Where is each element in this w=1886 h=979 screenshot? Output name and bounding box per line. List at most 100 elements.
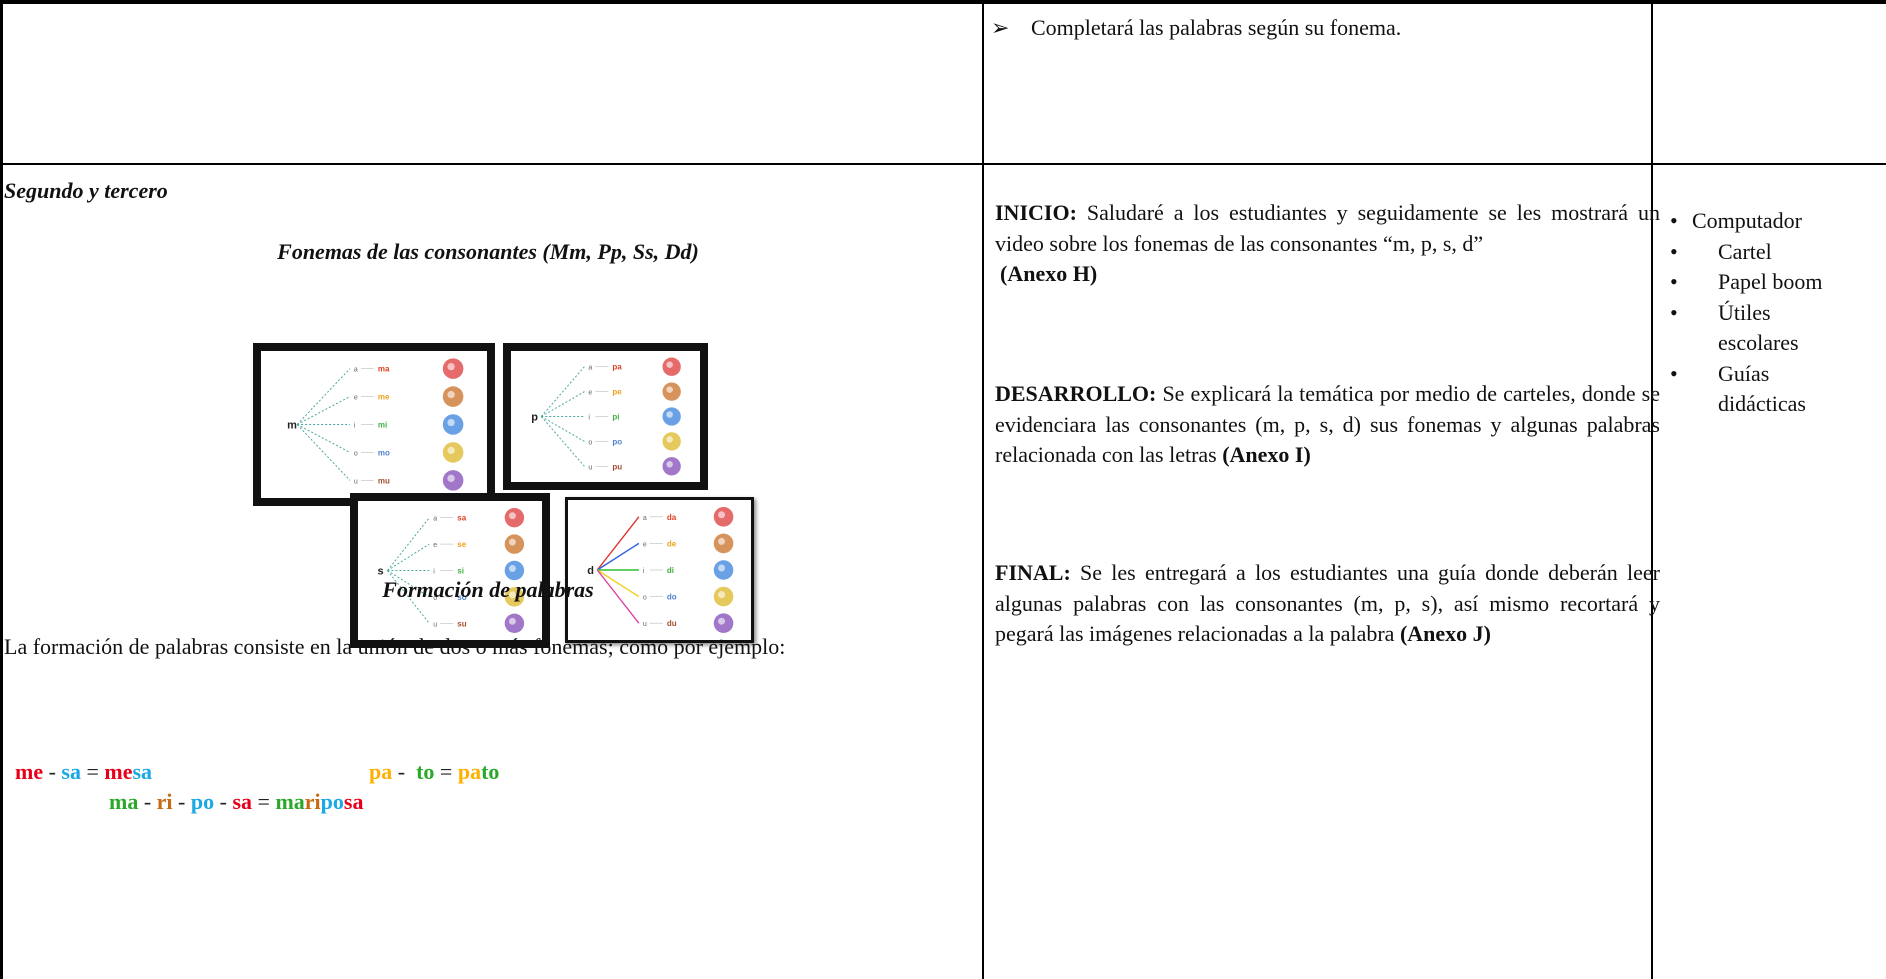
syllable: pa [369,759,393,784]
syllable: mu [378,476,390,485]
syllable: pi [612,413,619,422]
syllable: pu [612,462,622,471]
picture-highlight [508,565,516,572]
vowel: o [643,595,647,602]
desarrollo-text: Se explicará la temática por medio de ca… [995,381,1660,467]
branch-line [387,570,430,624]
row-divider [0,163,1886,165]
result-part: sa [343,789,364,814]
resource-utiles: •Útiles [1668,298,1823,329]
bullet-icon: • [1670,299,1678,325]
result-part: me [104,759,133,784]
syllable: to [416,759,435,784]
final-label: FINAL: [995,560,1071,585]
branch-line [596,569,640,598]
branch-line [540,391,585,417]
example-pato: pa - to = pato [358,728,499,786]
picture-highlight [666,411,673,418]
desarrollo-label: DESARROLLO: [995,381,1157,406]
vowel: a [588,365,592,372]
inicio-text: Saludaré a los estudiantes y seguidament… [995,200,1660,256]
syllable: su [457,619,466,628]
heading-formacion: Formación de palabras [382,577,594,602]
example-mesa: me - sa = mesa [4,728,152,786]
branch-line [296,368,351,425]
formacion-paragraph: La formación de palabras consiste en la … [4,634,786,659]
picture-highlight [447,390,455,399]
bullet-icon: • [1670,238,1678,264]
branch-line [296,424,351,453]
picture-highlight [666,436,673,443]
final-block: FINAL: Se les entregará a los estudiante… [995,558,1660,650]
result-part: ma [275,789,305,814]
vowel: o [433,595,437,602]
resource-guias: •Guías [1668,359,1823,390]
picture-highlight [447,474,455,483]
vowel: u [643,621,647,628]
branch-line [296,396,351,425]
heading-fonemas: Fonemas de las consonantes (Mm, Pp, Ss, … [277,239,699,264]
branch-line [596,542,640,571]
resource-guias-line2: didácticas [1718,391,1806,416]
syllable: po [190,789,215,814]
vowel: a [643,515,647,522]
vowel: u [433,621,437,628]
syllable: ma [109,789,139,814]
resource-computador: •Computador [1668,206,1823,237]
syllable: sa [457,514,466,523]
picture-highlight [718,591,726,599]
dash: - [48,759,56,784]
dash: - [143,789,152,814]
branch-line [540,416,585,442]
branch-line [387,517,430,571]
picture-highlight [447,446,455,455]
syllable: du [667,619,677,628]
syllable: si [457,567,464,576]
picture-highlight [666,386,673,393]
result-part: to [481,759,500,784]
syllable: da [667,513,677,522]
branch-line [596,516,640,571]
syllable: mi [378,421,387,430]
final-text: Se les entregará a los estudiantes una g… [995,560,1660,646]
dash: - [178,789,186,814]
equals: = [439,759,453,784]
picture-highlight [447,418,455,427]
syllable: me [378,393,390,402]
resources-list: •Computador •Cartel •Papel boom •Útiles … [1668,206,1823,420]
syllable: pe [612,388,622,397]
dash: - [219,789,227,814]
vowel: o [354,450,358,457]
picture-highlight [508,591,516,599]
result-part: po [320,789,344,814]
consonant-letter: s [377,566,383,578]
picture-highlight [508,512,516,520]
vowel: u [588,464,592,471]
vowel: i [433,569,435,576]
bullet-icon: • [1670,208,1678,233]
result-part: sa [132,759,153,784]
syllable: se [457,540,466,549]
anexo-i: (Anexo I) [1222,442,1311,467]
vowel: e [588,390,592,397]
branch-line [596,569,640,624]
column-divider-2 [1651,0,1653,979]
vowel: u [354,478,358,485]
inicio-label: INICIO: [995,200,1077,225]
resource-utiles-line2: escolares [1718,330,1799,355]
branch-line [540,366,585,417]
picture-highlight [718,511,726,519]
branch-line [540,416,585,467]
column-divider-1 [982,0,984,979]
vowel: e [643,541,647,548]
branch-line [387,543,430,571]
vowel: a [433,516,437,523]
syllable: do [667,593,677,602]
